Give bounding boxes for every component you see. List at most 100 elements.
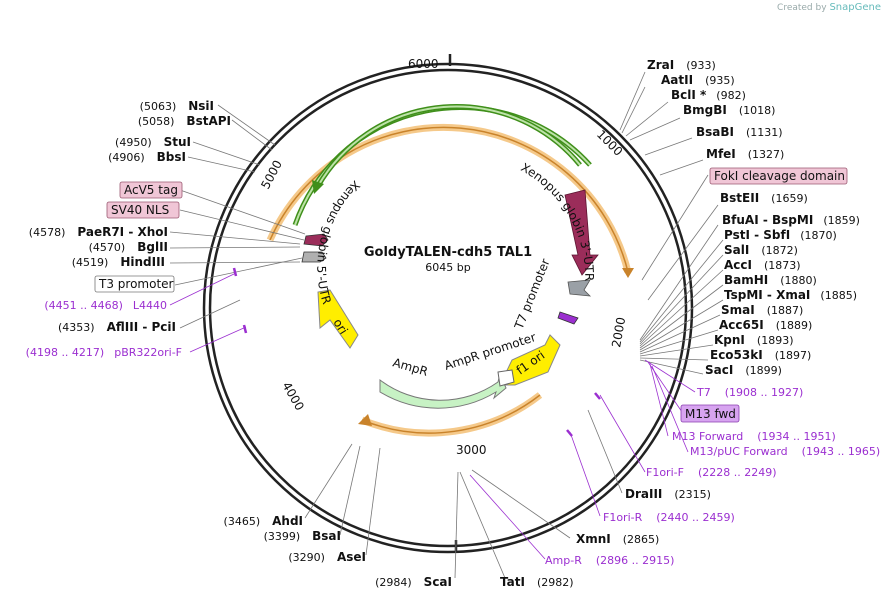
leader-stui (192, 141, 261, 166)
xenopus-globin-3utr-arrow (564, 189, 599, 276)
green-arcs (292, 103, 592, 226)
leader-bcli (625, 101, 669, 137)
site-ahdi: (3465)AhdI (224, 514, 303, 528)
ori-arrow (317, 289, 359, 349)
leader-tspmi (639, 299, 724, 351)
xenopus-globin-5utr-marker (301, 251, 327, 263)
acv5-tag-marker (303, 233, 329, 247)
leader-bmgbi (629, 117, 681, 141)
leader-sali (639, 254, 724, 345)
site-aatii: AatII(935) (661, 73, 735, 87)
leader-bfuai (639, 224, 719, 341)
site-nsii: (5063)NsiI (140, 99, 214, 113)
leader-bbsi (187, 156, 256, 173)
leader-bstapi (231, 119, 273, 151)
f1-ori-arrow (499, 334, 561, 386)
inner-features (301, 189, 599, 409)
primer-f1ori-r: F1ori-R(2440 .. 2459) (603, 511, 735, 524)
leader-paer7i (169, 231, 301, 245)
site-bamhi: BamHI(1880) (724, 273, 817, 287)
leader-acv5 (179, 189, 306, 235)
leader-sv40 (179, 209, 305, 241)
site-acc65i: Acc65I(1889) (719, 318, 812, 332)
site-afliii: (4353)AflIII - PciI (58, 320, 176, 334)
site-eco53ki: Eco53kI(1897) (710, 348, 811, 362)
primer-m13-forward: M13 Forward(1934 .. 1951) (672, 430, 836, 443)
leader-amp-r (469, 474, 546, 560)
t7-primer-marker (557, 311, 579, 325)
primer-t7: T7(1908 .. 1927) (696, 386, 803, 399)
site-psti: PstI - SbfI(1870) (724, 228, 837, 242)
leader-nsii (217, 104, 276, 146)
site-xmni: XmnI(2865) (576, 532, 659, 546)
leader-kpni (639, 344, 714, 357)
site-bfuai: BfuAI - BspMI(1859) (722, 213, 860, 227)
primer-m13puc-forward: M13/pUC Forward(1943 .. 1965) (690, 445, 880, 458)
t3-label: T3 promoter (98, 277, 174, 291)
foki-box (709, 167, 848, 185)
talen-orf-arrowhead (622, 268, 634, 278)
site-zrai: ZraI(933) (647, 58, 716, 72)
site-sali: SalI(1872) (724, 243, 798, 257)
tick-4000: 4000 (279, 380, 306, 413)
leader-pbr322ori-f (189, 326, 247, 353)
site-asei: (3290)AseI (288, 550, 366, 564)
backbone-inner-ring (208, 68, 688, 548)
primer-amp-r: Amp-R(2896 .. 2915) (545, 554, 674, 567)
sites-right: ZraI(933) AatII(935) BclI *(982) BmgBI(1… (647, 58, 860, 377)
f1ori-f-mark (594, 392, 601, 400)
foki-label: FokI cleavage domain (714, 169, 845, 183)
leader-f1ori-r (569, 431, 601, 517)
credit-brand: SnapGene (829, 2, 881, 13)
primer-l4440: (4451 .. 4468)L4440 (44, 299, 167, 312)
leader-t3 (174, 257, 303, 286)
leader-draiii (587, 409, 623, 494)
leader-acc65i (639, 329, 719, 355)
leader-foki (641, 174, 709, 281)
leader-xmni (471, 469, 571, 539)
leader-f1ori-f (599, 394, 646, 473)
repeat-arc-inner-core (317, 105, 581, 187)
site-tati: TatI(2982) (500, 575, 574, 589)
bottom-orf-arrowhead (358, 414, 372, 426)
tick-1000: 1000 (594, 127, 625, 158)
site-bsteii: BstEII(1659) (720, 191, 808, 205)
site-bsai: (3399)BsaI (264, 529, 341, 543)
backbone-primer-marks (232, 267, 601, 437)
plasmid-size: 6045 bp (425, 261, 470, 274)
plasmid-name: GoldyTALEN-cdh5 TAL1 (364, 245, 532, 260)
leader-bglii (169, 246, 301, 249)
primers-right: T7(1908 .. 1927) M13 fwd M13 Forward(193… (500, 386, 880, 589)
site-bsabi: BsaBI(1131) (696, 125, 783, 139)
t7-promoter-arrow (567, 279, 592, 297)
tick-5000: 5000 (258, 158, 285, 192)
sites-bottom-left: (2984)ScaI (3290)AseI (3399)BsaI (3465)A… (224, 514, 452, 589)
leader-m13-forward (649, 363, 669, 437)
credit-prefix: Created by (777, 3, 827, 13)
l4440-mark (232, 267, 238, 277)
pbr322ori-f-mark (242, 324, 248, 334)
leader-ahdi (304, 443, 353, 519)
site-saci: SacI(1899) (705, 363, 782, 377)
site-hindiii: (4519)HindIII (72, 255, 165, 269)
talen-orf-arc-core (269, 126, 629, 273)
leader-l4440 (169, 272, 237, 306)
site-bcli: BclI *(982) (671, 88, 746, 102)
acv5-label: AcV5 tag (124, 183, 178, 197)
backbone (202, 62, 694, 554)
t7-promoter-label: T7 promoter (511, 257, 552, 332)
site-bstapi: (5058)BstAPI (138, 114, 231, 128)
bottom-orf-arc-core (361, 394, 541, 434)
leader-bamhi (639, 284, 724, 349)
orf-arcs (266, 124, 634, 437)
sv40-box (106, 201, 180, 219)
leader-lines (169, 71, 724, 579)
leader-scai (454, 471, 459, 579)
m13fwd-box (680, 404, 740, 423)
tick-3000: 3000 (456, 443, 487, 457)
leader-aatii (621, 86, 646, 134)
site-scai: (2984)ScaI (375, 575, 452, 589)
site-tspmi: TspMI - XmaI(1885) (724, 288, 857, 302)
leader-asei (365, 447, 381, 556)
